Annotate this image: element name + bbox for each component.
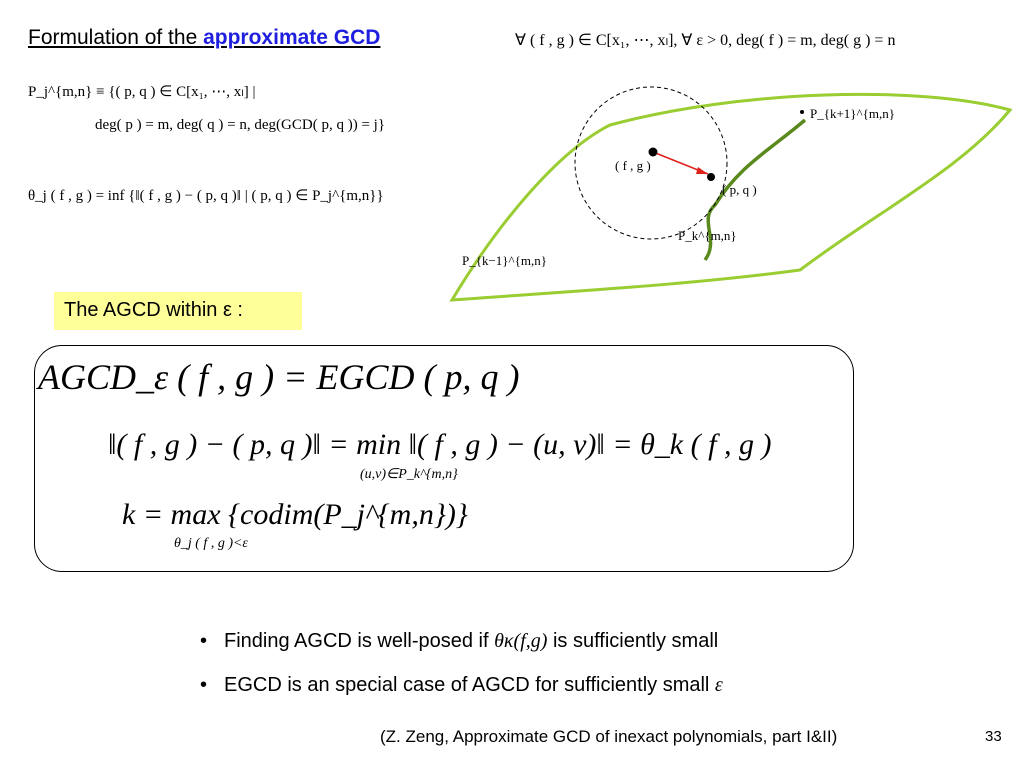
formula-k-max: k = max {codim(P_j^{m,n})} θ_j ( f , g )… (122, 498, 468, 551)
epsilon-neighborhood (574, 86, 728, 240)
formula-max-subscript: θ_j ( f , g )<ε (174, 536, 248, 551)
label-pq: ( p, q ) (722, 182, 757, 197)
header-condition: ∀ ( f , g ) ∈ C[x₁, ⋯, xₗ], ∀ ε > 0, deg… (515, 32, 896, 49)
formula-box (34, 345, 854, 572)
formula-agcd-equals-egcd: AGCD_ε ( f , g ) = EGCD ( p, q ) (38, 357, 520, 397)
point-fg (648, 147, 658, 157)
manifold-diagram: ( f , g ) ( p, q ) P_k^{m,n} P_{k+1}^{m,… (449, 86, 1013, 302)
label-pk1: P_{k+1}^{m,n} (810, 106, 895, 121)
pset-definition-line2: deg( p ) = m, deg( q ) = n, deg(GCD( p, … (95, 117, 386, 133)
pk-manifold-curve (703, 118, 807, 262)
formula-min-subscript: (u,v)∈P_k^{m,n} (360, 467, 458, 482)
bullet-item: •EGCD is an special case of AGCD for suf… (200, 674, 723, 696)
surface-outline (449, 92, 1013, 302)
title-highlight: approximate GCD (203, 26, 381, 49)
pset-definition-line1: P_j^{m,n} ≡ {( p, q ) ∈ C[x₁, ⋯, xₗ] | (28, 84, 256, 100)
page-number: 33 (985, 728, 1002, 745)
citation: (Z. Zeng, Approximate GCD of inexact pol… (380, 727, 838, 746)
slide-title: Formulation of the approximate GCD (28, 26, 381, 49)
theta-definition: θ_j ( f , g ) = inf {‖( f , g ) − ( p, q… (28, 188, 384, 204)
agcd-within-label: The AGCD within ε : (54, 292, 302, 330)
point-pk1 (800, 110, 804, 114)
label-pk: P_k^{m,n} (678, 228, 737, 243)
arrow-head (696, 167, 708, 174)
formula-min-distance: ‖( f , g ) − ( p, q )‖ = min ‖( f , g ) … (108, 428, 772, 482)
label-pkm1: P_{k−1}^{m,n} (462, 253, 547, 268)
label-fg: ( f , g ) (615, 158, 651, 173)
point-pq (707, 173, 715, 181)
agcd-label-text: The AGCD within ε : (64, 299, 243, 321)
bullet-item: •Finding AGCD is well-posed if θκ(f,g) i… (200, 630, 719, 652)
